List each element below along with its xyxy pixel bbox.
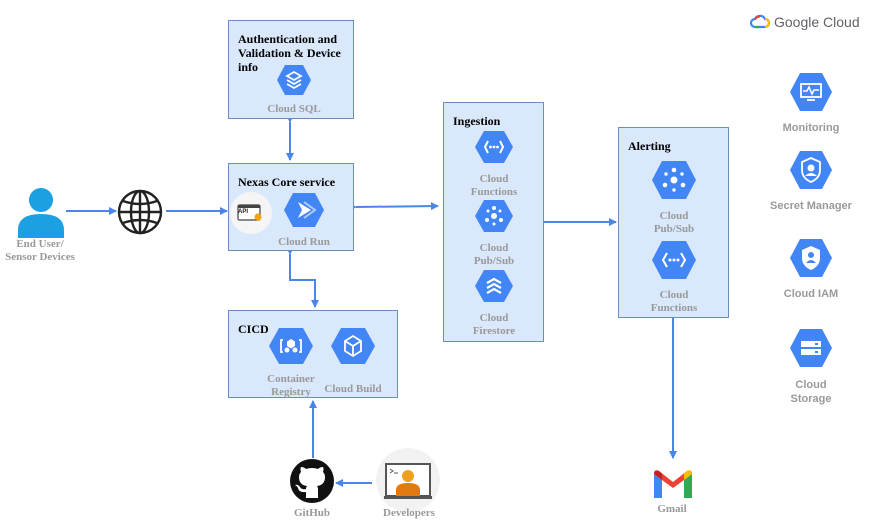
cloud-sql-label: Cloud SQL xyxy=(267,103,321,115)
container-registry-icon xyxy=(269,328,313,364)
developers-label: Developers xyxy=(383,507,435,519)
api-icon xyxy=(237,204,262,221)
secret-manager-label: Secret Manager xyxy=(770,200,852,212)
cloud-storage-label: Cloud Storage xyxy=(790,379,832,405)
ingestion-pubsub-label: Cloud Pub/Sub xyxy=(473,242,515,267)
api-badge-text: API xyxy=(238,209,249,215)
monitoring-label: Monitoring xyxy=(782,122,840,134)
ingestion-box-title: Ingestion xyxy=(453,114,501,128)
google-cloud-wordmark: Google Cloud xyxy=(774,14,860,30)
cloud-build-label: Cloud Build xyxy=(324,383,382,395)
secret-manager-icon xyxy=(790,151,832,189)
user-icon xyxy=(18,188,64,238)
auth-box: Authentication and Validation & Device i… xyxy=(228,20,354,119)
alerting-pubsub-icon xyxy=(652,161,696,199)
core-box-title: Nexas Core service xyxy=(238,175,336,189)
gmail-label: Gmail xyxy=(657,503,687,515)
cicd-box-title: CICD xyxy=(238,322,269,336)
alerting-functions-label: Cloud Functions xyxy=(650,289,698,314)
monitoring-icon xyxy=(790,73,832,111)
github-icon xyxy=(290,459,334,503)
alerting-functions-icon xyxy=(652,241,696,279)
arrow-core-cicd xyxy=(286,247,319,308)
cloud-functions-icon xyxy=(475,131,513,163)
cloud-run-icon xyxy=(284,193,324,227)
end-user-label: End User/ Sensor Devices xyxy=(5,238,75,263)
container-registry-label: Container Registry xyxy=(267,373,315,398)
cloud-firestore-icon xyxy=(475,270,513,302)
developer-icon xyxy=(376,448,440,512)
cloud-build-icon xyxy=(331,328,375,364)
alerting-box: Alerting Cloud Pub/Sub Cloud Functions xyxy=(618,127,729,318)
cloud-pubsub-icon xyxy=(475,200,513,232)
google-cloud-logo: Google Cloud xyxy=(750,12,860,32)
cloud-iam-label: Cloud IAM xyxy=(783,288,839,300)
auth-box-title: Authentication and Validation & Device i… xyxy=(238,32,341,74)
ingestion-box: Ingestion Cloud Functions Cloud Pub/Sub … xyxy=(443,102,544,342)
cloud-run-label: Cloud Run xyxy=(278,236,330,248)
developers-node xyxy=(374,448,442,512)
alerting-box-title: Alerting xyxy=(628,139,671,153)
cicd-box: CICD Container Registry Cloud Build xyxy=(228,310,398,398)
internet-node xyxy=(116,188,164,236)
google-cloud-icon xyxy=(750,14,770,29)
cloud-iam-icon xyxy=(790,239,832,277)
arrow-core-ingestion xyxy=(348,202,439,212)
ingestion-functions-label: Cloud Functions xyxy=(470,173,518,198)
core-box: Nexas Core service API Cloud Run xyxy=(228,163,354,251)
github-label: GitHub xyxy=(293,507,331,519)
end-user-node xyxy=(16,186,66,238)
alerting-pubsub-label: Cloud Pub/Sub xyxy=(653,210,695,235)
ingestion-firestore-label: Cloud Firestore xyxy=(472,312,516,337)
gmail-icon xyxy=(654,470,692,498)
cloud-sql-icon xyxy=(277,65,311,95)
cloud-storage-icon xyxy=(790,329,832,367)
globe-icon xyxy=(117,189,163,235)
